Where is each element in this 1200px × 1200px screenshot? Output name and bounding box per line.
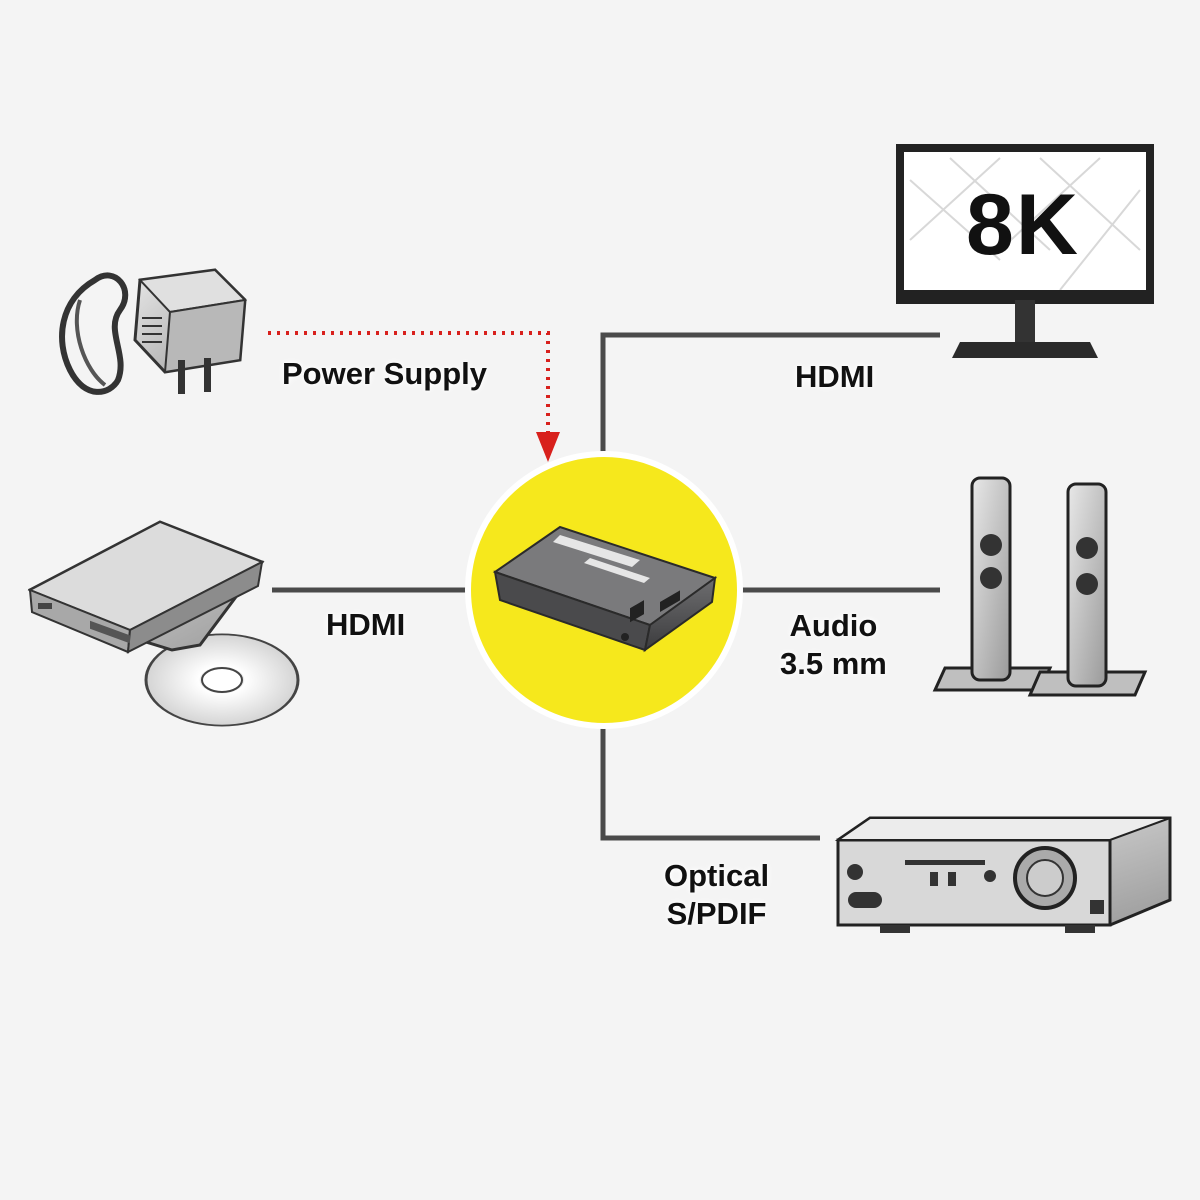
label-audio: Audio 3.5 mm	[780, 607, 887, 683]
hdmi-audio-extractor-icon	[492, 525, 718, 653]
label-hdmi-output: HDMI	[795, 359, 875, 394]
power-arrow-head	[536, 432, 560, 462]
label-optical-line2: S/PDIF	[666, 896, 767, 931]
label-optical-line1: Optical	[664, 858, 770, 893]
label-audio-line2: 3.5 mm	[780, 646, 887, 681]
power-line	[268, 331, 560, 462]
label-optical: Optical S/PDIF	[664, 857, 769, 933]
monitor-icon	[896, 144, 1154, 358]
monitor-screen-text: 8K	[966, 177, 1080, 273]
label-power-supply: Power Supply	[282, 356, 487, 391]
power-adapter-icon	[59, 268, 248, 395]
label-hdmi-input: HDMI	[326, 607, 406, 642]
label-audio-line1: Audio	[789, 608, 878, 643]
optical-line	[600, 728, 820, 841]
connection-lines	[272, 332, 940, 841]
av-receiver-icon	[834, 816, 1172, 933]
speakers-icon	[932, 476, 1148, 697]
disc-player-icon	[27, 520, 300, 727]
hdmi-output-line	[600, 332, 940, 452]
